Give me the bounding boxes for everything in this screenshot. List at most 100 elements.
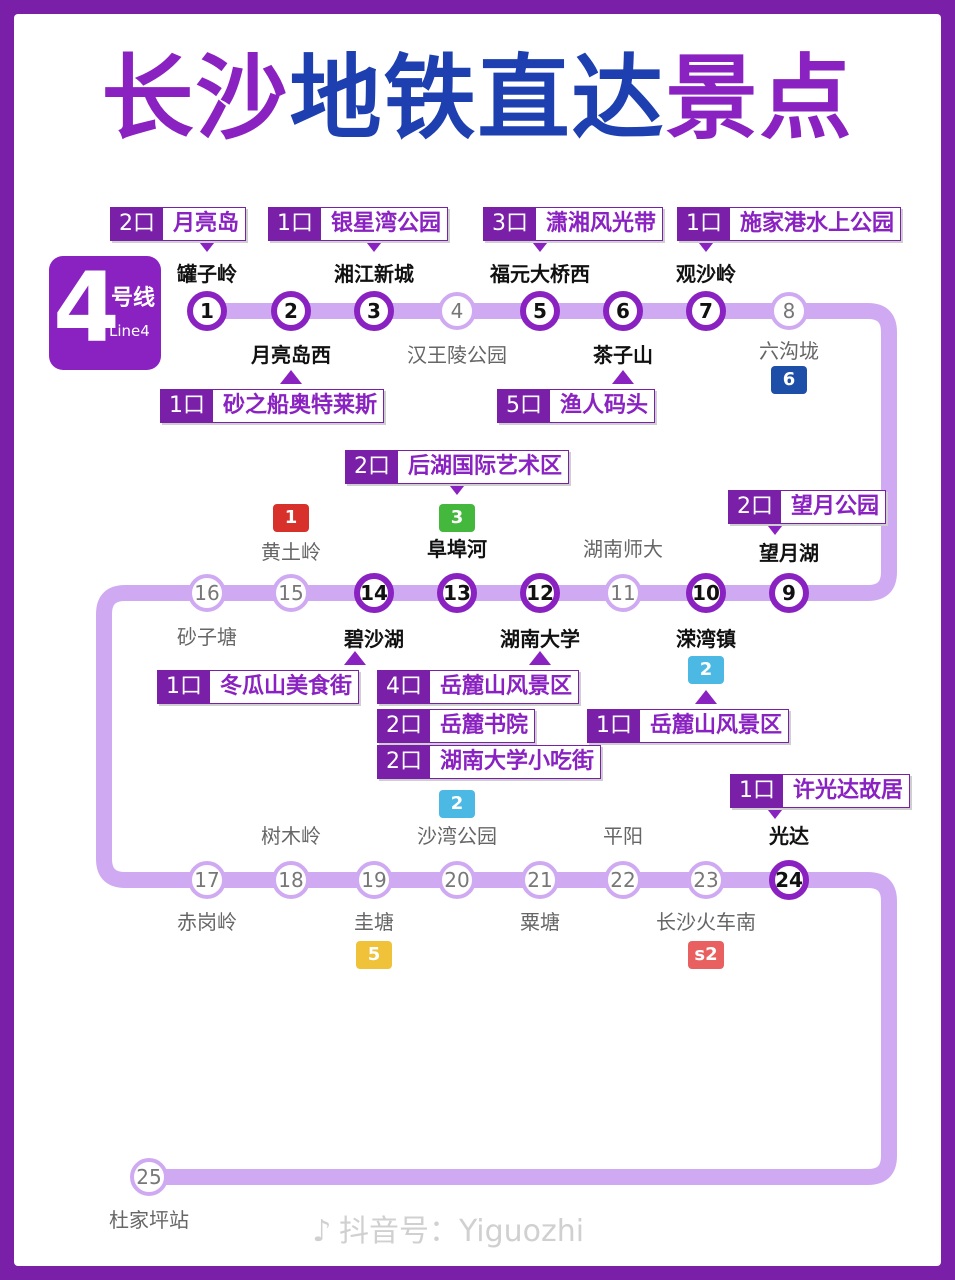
station-4-number: 4	[451, 299, 464, 323]
station-25-number: 25	[136, 1165, 161, 1189]
transfer-badge-line-6: 6	[771, 366, 807, 394]
spot-exit: 2口	[346, 451, 398, 483]
transfer-badge-line-3: 3	[439, 504, 475, 532]
spot-tag: 1口许光达故居	[730, 774, 911, 808]
station-5-number: 5	[533, 299, 547, 323]
station-13-number: 13	[443, 581, 471, 605]
spot-exit: 1口	[588, 710, 640, 742]
station-6-name: 茶子山	[593, 343, 653, 367]
station-22-number: 22	[610, 868, 635, 892]
spot-pointer-10	[529, 651, 551, 665]
station-4-name: 汉王陵公园	[407, 343, 507, 367]
station-24-circle	[769, 860, 809, 900]
station-18-circle	[272, 861, 310, 899]
spot-exit: 2口	[729, 491, 781, 523]
spot-name: 施家港水上公园	[740, 211, 895, 236]
spot-tag: 1口冬瓜山美食街	[157, 670, 360, 704]
station-21-name: 粟塘	[520, 910, 560, 934]
station-22-circle	[604, 861, 642, 899]
spot-tag: 2口湖南大学小吃街	[377, 745, 602, 779]
station-5-name: 福元大桥西	[490, 262, 590, 286]
spot-name: 渔人码头	[560, 393, 649, 418]
line-label-cn: 号线	[111, 286, 156, 311]
spot-tag: 2口岳麓书院	[377, 709, 536, 743]
spot-exit: 4口	[378, 671, 430, 703]
spot-exit: 1口	[731, 775, 783, 807]
station-9-number: 9	[782, 581, 796, 605]
spot-name: 后湖国际艺术区	[408, 454, 563, 479]
station-8-name: 六沟垅	[759, 339, 819, 363]
spot-pointer-6	[612, 370, 634, 384]
spot-tag: 1口岳麓山风景区	[587, 709, 790, 743]
station-5-circle	[520, 291, 560, 331]
station-6-circle	[603, 291, 643, 331]
spot-name: 望月公园	[791, 494, 880, 519]
station-25-name: 杜家坪站	[109, 1208, 189, 1232]
transfer-badge-line-s2: s2	[688, 941, 724, 969]
station-9-name: 望月湖	[759, 541, 819, 565]
station-21-number: 21	[527, 868, 552, 892]
spot-pointer-9	[344, 651, 366, 665]
spot-name: 岳麓山风景区	[440, 674, 573, 699]
station-17-number: 17	[194, 868, 219, 892]
station-20-name: 沙湾公园	[417, 824, 497, 848]
line-4-track	[96, 303, 897, 1185]
spot-tag: 4口岳麓山风景区	[377, 670, 580, 704]
station-15-circle	[272, 574, 310, 612]
spot-pointer-2	[363, 238, 385, 252]
spot-tag: 5口渔人码头	[497, 389, 656, 423]
station-10-circle	[686, 573, 726, 613]
spot-pointer-3	[529, 238, 551, 252]
station-4-circle	[438, 292, 476, 330]
title-part-3: 景点	[665, 45, 854, 152]
spot-tag: 1口砂之船奥特莱斯	[160, 389, 385, 423]
station-7-name: 观沙岭	[676, 262, 736, 286]
spot-pointer-13	[695, 690, 717, 704]
spot-exit: 1口	[269, 208, 321, 240]
station-10-number: 10	[692, 581, 720, 605]
station-9-circle	[769, 573, 809, 613]
station-24-name: 光达	[769, 824, 809, 848]
spot-pointer-1	[196, 238, 218, 252]
spot-name: 银星湾公园	[331, 211, 442, 236]
station-11-name: 湖南师大	[583, 537, 663, 561]
station-3-number: 3	[367, 299, 381, 323]
spot-pointer-14	[764, 805, 786, 819]
spot-exit: 1口	[161, 390, 213, 422]
douyin-icon: ♪	[312, 1214, 332, 1249]
watermark-text: 抖音号：Yiguozhi	[339, 1214, 585, 1249]
station-18-number: 18	[278, 868, 303, 892]
station-20-circle	[438, 861, 476, 899]
line-number: 4	[53, 252, 120, 364]
transfer-badge-line-2: 2	[439, 790, 475, 818]
station-3-circle	[354, 291, 394, 331]
watermark: ♪抖音号：Yiguozhi	[305, 1206, 584, 1250]
spot-exit: 1口	[158, 671, 210, 703]
spot-name: 岳麓书院	[440, 713, 529, 738]
station-16-name: 砂子塘	[177, 625, 237, 649]
station-15-number: 15	[278, 581, 303, 605]
station-20-number: 20	[444, 868, 469, 892]
station-11-number: 11	[610, 581, 635, 605]
spot-pointer-5	[280, 370, 302, 384]
station-16-number: 16	[194, 581, 219, 605]
spot-pointer-8	[764, 521, 786, 535]
station-15-name: 黄土岭	[261, 540, 321, 564]
station-23-circle	[687, 861, 725, 899]
spot-name: 许光达故居	[793, 778, 904, 803]
station-14-number: 14	[360, 581, 388, 605]
spot-name: 月亮岛	[173, 211, 240, 236]
spot-exit: 3口	[484, 208, 536, 240]
station-3-name: 湘江新城	[334, 262, 414, 286]
station-10-name: 溁湾镇	[676, 627, 736, 651]
title-part-2: 地铁直达	[289, 45, 666, 152]
station-2-circle	[271, 291, 311, 331]
spot-tag: 2口望月公园	[728, 490, 887, 524]
station-19-circle	[355, 861, 393, 899]
spot-exit: 1口	[678, 208, 730, 240]
spot-tag: 2口后湖国际艺术区	[345, 450, 570, 484]
station-12-name: 湖南大学	[500, 627, 580, 651]
station-11-circle	[604, 574, 642, 612]
spot-exit: 2口	[378, 710, 430, 742]
